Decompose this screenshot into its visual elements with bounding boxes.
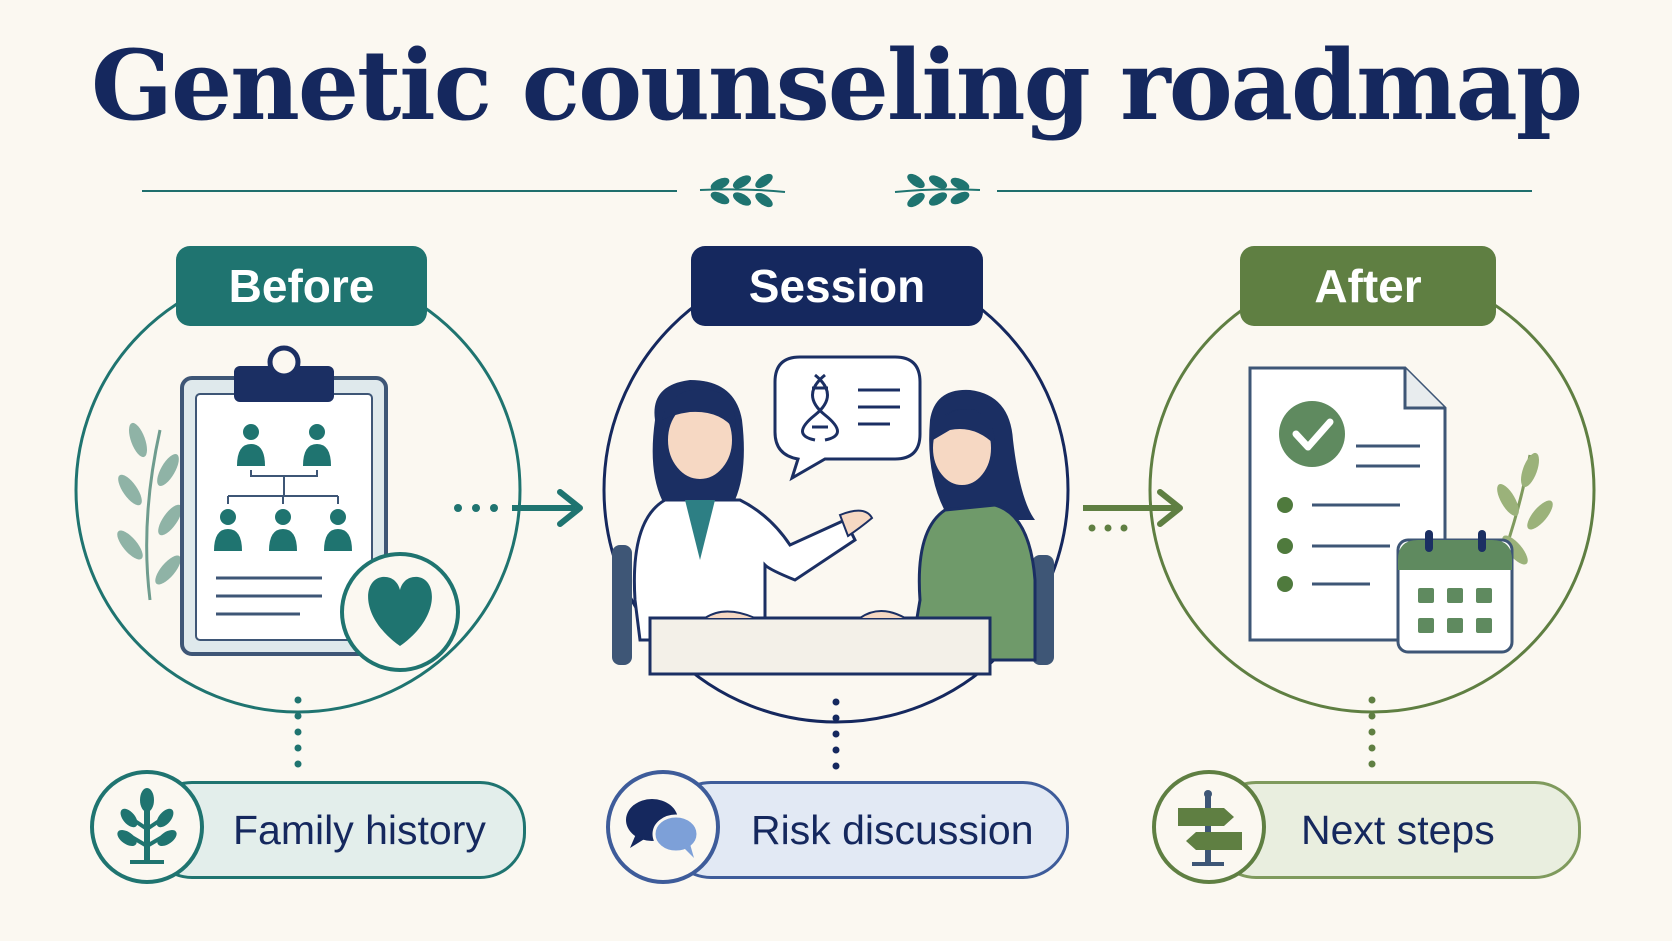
counseling-conversation-icon [612,355,1054,676]
chat-bubbles-icon [626,799,700,858]
signpost-icon [1178,790,1242,866]
heart-icon [368,576,432,646]
divider-right [997,190,1532,192]
arrow-session-to-after [1083,489,1183,532]
pill-next-steps-label: Next steps [1301,806,1495,853]
pill-risk-discussion-label: Risk discussion [751,806,1034,853]
next-steps-badge [1152,770,1266,884]
tab-session: Session [691,246,983,326]
tab-after-label: After [1314,260,1422,312]
care-plan-document-icon [1248,366,1553,654]
connector-after [1368,696,1376,768]
laurel-ornament-icon [699,173,981,208]
divider-left [142,190,677,192]
risk-discussion-badge [606,770,720,884]
leaf-branch-icon [117,422,182,601]
calendar-icon [1396,530,1514,654]
page-title: Genetic counseling roadmap [91,29,1583,142]
arrow-before-to-session [454,489,583,527]
pill-next-steps: Next steps [1210,781,1581,879]
tab-session-label: Session [748,260,926,312]
tree-icon [117,788,177,864]
tab-before: Before [176,246,427,326]
connector-before [294,696,302,768]
family-tree-icon [117,345,460,672]
pill-risk-discussion: Risk discussion [665,781,1069,879]
tab-after: After [1240,246,1496,326]
dna-icon [801,373,839,442]
connector-session [832,698,840,770]
tab-before-label: Before [228,260,375,312]
family-history-badge [90,770,204,884]
pill-family-history: Family history [146,781,526,879]
pill-family-history-label: Family history [233,806,486,853]
